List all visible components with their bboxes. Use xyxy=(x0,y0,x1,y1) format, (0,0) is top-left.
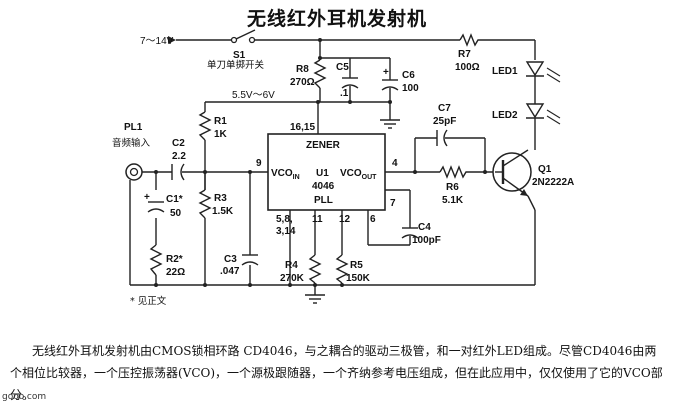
label-c5: C5 xyxy=(336,62,349,73)
label-r2: R2* xyxy=(166,254,183,265)
label-pins-58: 5,8, xyxy=(276,214,293,225)
transistor-q1 xyxy=(492,149,532,197)
label-r3-val: 1.5K xyxy=(212,206,234,217)
resistors xyxy=(149,33,480,284)
svg-text:+: + xyxy=(383,67,389,78)
capacitors: + + xyxy=(144,67,448,266)
label-c4: C4 xyxy=(418,222,431,233)
label-c7: C7 xyxy=(438,103,451,114)
label-s1-desc: 单刀单掷开关 xyxy=(207,59,265,71)
label-u1-pll: PLL xyxy=(314,195,333,206)
schematic-diagram: + + xyxy=(112,29,574,307)
label-pin12: 12 xyxy=(339,214,351,225)
component-labels: 7～14V S1 单刀单掷开关 R7 100Ω R8 270Ω C5 .1 C6… xyxy=(112,36,574,307)
label-c5-val: .1 xyxy=(340,88,349,99)
label-r7-val: 100Ω xyxy=(455,62,480,73)
resistor-r5 xyxy=(335,254,349,284)
label-c7-val: 25pF xyxy=(433,116,456,127)
label-c2-val: 2.2 xyxy=(172,151,186,162)
label-vco-out: VCOOUT xyxy=(340,168,377,181)
resistor-r7 xyxy=(459,33,480,47)
label-c2: C2 xyxy=(172,138,185,149)
resistor-r4 xyxy=(308,254,322,284)
label-u1-part: 4046 xyxy=(312,181,335,192)
label-c3-val: .047 xyxy=(220,266,240,277)
label-pl1-desc: 音频输入 xyxy=(112,137,151,149)
description: 无线红外耳机发射机由CMOS锁相环路 CD4046，与之耦合的驱动三极管，和一对… xyxy=(10,340,665,406)
label-pl1: PL1 xyxy=(124,122,143,133)
label-led1: LED1 xyxy=(492,66,518,77)
svg-text:+: + xyxy=(144,192,150,203)
resistor-r1 xyxy=(198,111,212,141)
label-r1-val: 1K xyxy=(214,129,228,140)
label-pin4: 4 xyxy=(392,158,398,169)
label-note: * 见正文 xyxy=(130,295,167,307)
page-title: 无线红外耳机发射机 xyxy=(246,8,427,30)
label-r8-val: 270Ω xyxy=(290,77,315,88)
resistor-r6 xyxy=(439,165,468,179)
label-supply: 7～14V xyxy=(140,36,174,47)
label-r6: R6 xyxy=(446,182,459,193)
label-c3: C3 xyxy=(224,254,237,265)
label-vco-in: VCOIN xyxy=(271,168,300,181)
watermark: gooo.com xyxy=(2,392,47,402)
label-pin11: 11 xyxy=(312,214,323,225)
label-c6: C6 xyxy=(402,70,415,81)
label-c1: C1* xyxy=(166,194,183,205)
label-q1: Q1 xyxy=(538,164,552,175)
label-pins-314: 3,14 xyxy=(276,226,296,237)
description-text: 无线红外耳机发射机由CMOS锁相环路 CD4046，与之耦合的驱动三极管，和一对… xyxy=(10,344,663,402)
label-r5: R5 xyxy=(350,260,363,271)
label-rail: 5.5V～6V xyxy=(232,90,275,101)
wires xyxy=(130,39,536,304)
label-zener: ZENER xyxy=(306,140,341,151)
label-r4-val: 270K xyxy=(280,273,305,284)
label-c1-val: 50 xyxy=(170,208,182,219)
led-1 xyxy=(525,61,561,84)
junction-dots xyxy=(154,38,487,287)
label-u1: U1 xyxy=(316,168,329,179)
label-pin9: 9 xyxy=(256,158,262,169)
label-q1-part: 2N2222A xyxy=(532,177,574,188)
label-r6-val: 5.1K xyxy=(442,195,464,206)
led-2 xyxy=(525,103,561,128)
label-pins-top: 16,15 xyxy=(290,122,315,133)
label-r3: R3 xyxy=(214,193,227,204)
label-c4-val: 100pF xyxy=(412,235,441,246)
label-r1: R1 xyxy=(214,116,227,127)
resistor-r2 xyxy=(149,244,163,276)
label-r5-val: 150K xyxy=(346,273,371,284)
switch-s1 xyxy=(168,29,256,44)
label-pin6: 6 xyxy=(370,214,376,225)
label-led2: LED2 xyxy=(492,110,518,121)
label-r8: R8 xyxy=(296,64,309,75)
resistor-r8 xyxy=(313,59,327,89)
label-r7: R7 xyxy=(458,49,471,60)
label-r4: R4 xyxy=(285,260,298,271)
label-c6-val: 100 xyxy=(402,83,419,94)
audio-jack-pl1 xyxy=(125,163,143,285)
resistor-r3 xyxy=(198,189,212,219)
label-pin7: 7 xyxy=(390,198,396,209)
u1-chip xyxy=(267,133,386,211)
label-r2-val: 22Ω xyxy=(166,267,185,278)
label-s1: S1 xyxy=(233,50,246,61)
